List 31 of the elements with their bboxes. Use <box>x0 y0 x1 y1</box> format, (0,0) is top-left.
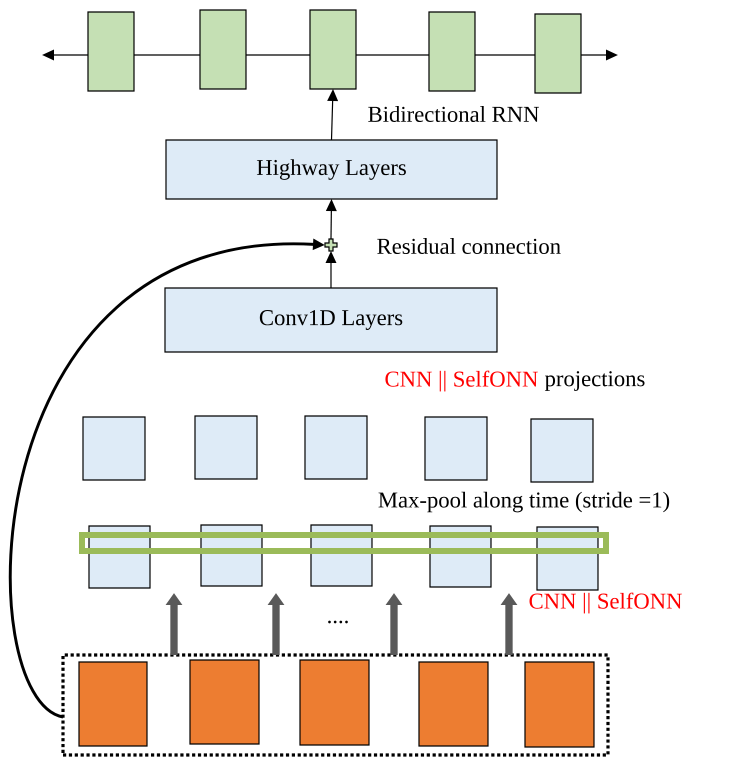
rnn-cell <box>534 13 582 94</box>
feature-box <box>424 416 488 481</box>
feature-box <box>304 415 368 480</box>
annotation-text: CNN || SelfONN <box>385 370 538 392</box>
feature-box <box>194 415 258 480</box>
feature-box <box>530 418 594 483</box>
input-block <box>524 661 595 748</box>
rnn-cell <box>428 11 476 92</box>
annotation-text: CNN || SelfONN <box>530 592 682 614</box>
connector-line <box>246 54 310 56</box>
feature-box <box>82 416 146 481</box>
connector-line <box>475 54 535 56</box>
annotation-text: .... <box>328 620 348 624</box>
layer-box: Conv1D Layers <box>164 287 498 353</box>
input-group-box <box>61 653 610 757</box>
annotation-text: Residual connection <box>377 238 561 254</box>
max-pool-window <box>79 532 609 554</box>
input-block <box>418 661 489 747</box>
input-block <box>189 659 260 745</box>
input-block <box>299 659 370 746</box>
annotation-text: Bidirectional RNN <box>368 106 539 122</box>
plus-sign <box>324 238 338 252</box>
rnn-cell <box>87 11 135 92</box>
connector-line <box>134 54 200 56</box>
layer-box: Highway Layers <box>165 139 498 200</box>
connector-line <box>356 54 429 56</box>
annotation-text: Max-pool along time (stride =1) <box>378 492 670 512</box>
annotation-text: projections <box>544 371 644 391</box>
rnn-cell <box>199 9 247 90</box>
rnn-cell <box>309 9 357 90</box>
input-block <box>78 661 148 747</box>
